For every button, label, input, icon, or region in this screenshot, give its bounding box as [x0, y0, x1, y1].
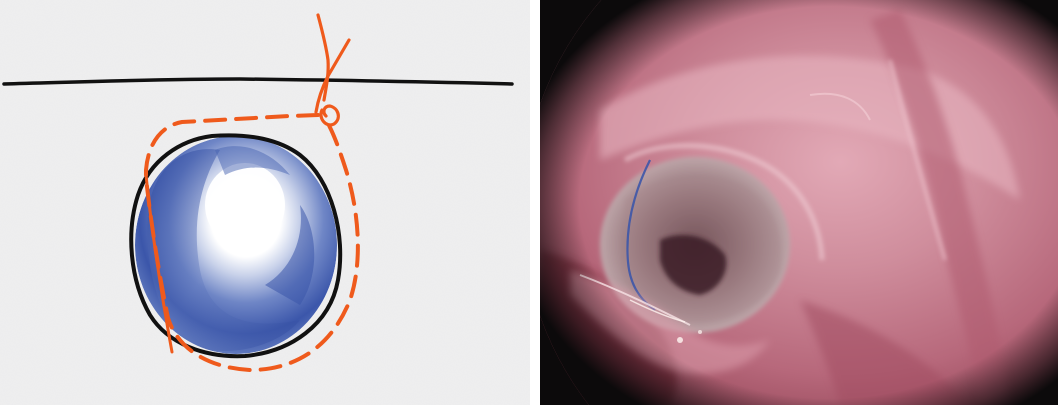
endoscopic-photo [540, 0, 1058, 405]
tissue-field [540, 0, 1058, 405]
sketch-panel [0, 0, 530, 405]
sketch-illustration [0, 0, 530, 405]
endoscopic-photo-panel [540, 0, 1058, 405]
